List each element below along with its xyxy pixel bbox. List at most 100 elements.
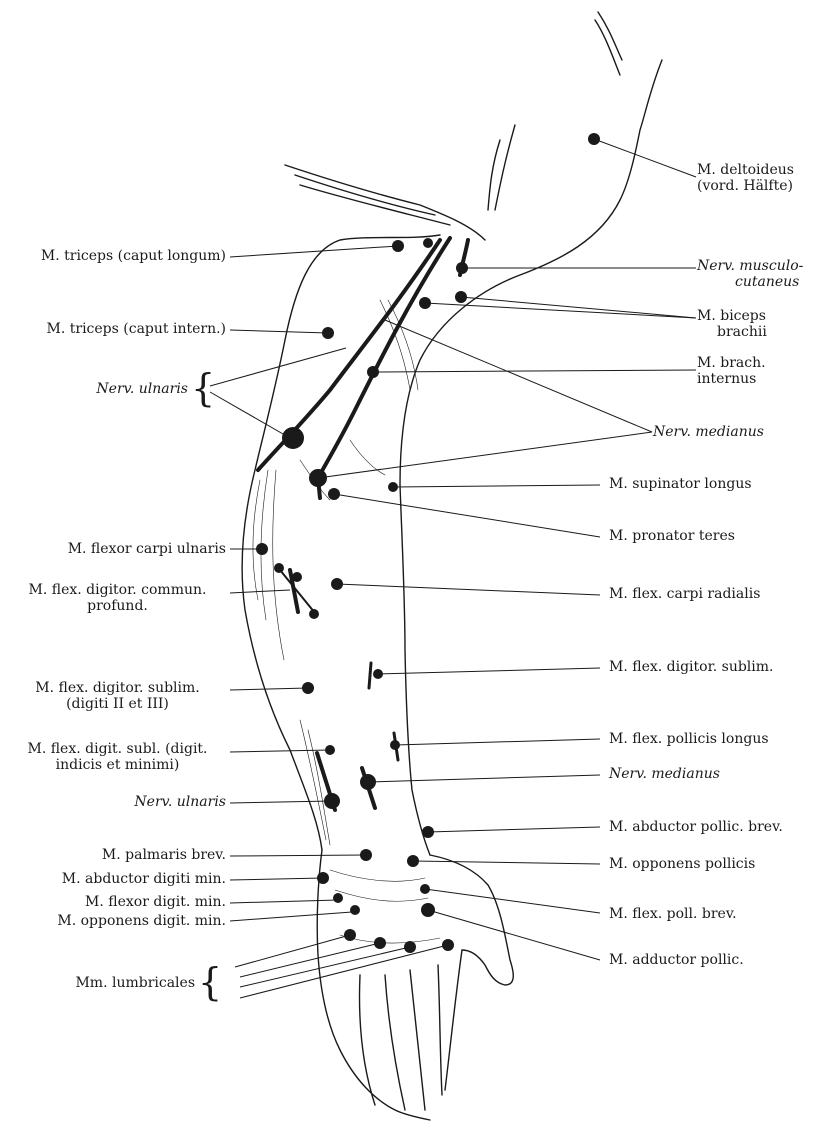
leader-palmaris-brev (230, 855, 366, 856)
leader-triceps-longum (230, 246, 398, 257)
label-flexor-carpi-ulnaris: M. flexor carpi ulnaris (68, 541, 226, 557)
point-axilla-a (423, 238, 433, 248)
clavicle-sketch (488, 125, 515, 210)
point-palmaris-brev (360, 849, 372, 861)
point-flex-profund-a (274, 563, 284, 573)
leader-lumbricales-4 (240, 945, 448, 998)
hand-outline (317, 850, 513, 1120)
label-mm-lumbricales: Mm. lumbricales (75, 975, 195, 991)
brace-lumbricales: { (198, 963, 222, 1001)
label-abductor-pollic-brev: M. abductor pollic. brev. (609, 819, 783, 835)
label-nerv-ulnaris-upper: Nerv. ulnaris (96, 381, 188, 397)
leader-medianus-lower (368, 775, 600, 782)
label-biceps: M. biceps brachii (697, 308, 767, 340)
point-flex-carpi-ulnaris (256, 543, 268, 555)
point-opponens-pollicis (407, 855, 419, 867)
point-lumbricalis-1 (344, 929, 356, 941)
label-flexor-digit-min: M. flexor digit. min. (85, 894, 226, 910)
label-flex-poll-brev: M. flex. poll. brev. (609, 906, 737, 922)
point-flexor-digit-min-b (350, 905, 360, 915)
label-flex-digitor-sublim-left: M. flex. digitor. sublim. (digiti II et … (5, 680, 230, 712)
leader-abductor-digiti-min (230, 878, 323, 880)
label-deltoideus: M. deltoideus (vord. Hälfte) (697, 162, 794, 194)
point-flex-profund-b (292, 572, 302, 582)
leader-flex-poll-longus (395, 739, 600, 745)
leader-flex-digitor-sublim-l (230, 688, 308, 690)
point-flexor-digit-min (333, 893, 343, 903)
point-lumbricalis-3 (404, 941, 416, 953)
point-lumbricalis-2 (374, 937, 386, 949)
leader-ulnaris-upper-a (210, 348, 346, 386)
point-biceps-b (419, 297, 431, 309)
point-abductor-pollic (422, 826, 434, 838)
point-deltoideus (588, 133, 600, 145)
point-triceps-intern (322, 327, 334, 339)
leader-flex-carpi-radialis (337, 584, 600, 595)
point-abductor-digiti-min (317, 872, 329, 884)
label-brach-internus: M. brach. internus (697, 355, 766, 387)
label-palmaris-brev: M. palmaris brev. (102, 847, 226, 863)
point-flex-digitor-sublim-l (302, 682, 314, 694)
point-triceps-longum (392, 240, 404, 252)
brace-ulnaris: { (191, 369, 215, 407)
label-flex-pollicis-longus: M. flex. pollicis longus (609, 731, 769, 747)
leader-ulnaris-upper-b (210, 392, 290, 438)
leader-brach-internus (373, 370, 696, 372)
leader-flex-digitor-sublim-r (378, 668, 600, 674)
leader-biceps-a (461, 297, 696, 318)
label-nerv-musculocutaneus: Nerv. musculo- cutaneus (697, 258, 803, 290)
label-supinator-longus: M. supinator longus (609, 476, 752, 492)
nerve-medianus-upper-track (318, 238, 450, 478)
label-adductor-pollic: M. adductor pollic. (609, 952, 744, 968)
leader-flex-poll-brev (425, 889, 600, 913)
label-flex-digit-subl-indicis: M. flex. digit. subl. (digit. indicis et… (5, 741, 230, 773)
arm-shading (253, 470, 440, 943)
point-medianus-lower (360, 774, 376, 790)
point-ulnaris-lower (324, 793, 340, 809)
label-nerv-medianus-upper: Nerv. medianus (653, 424, 764, 440)
leader-opponens-digit-min (230, 912, 352, 921)
arm-ulnar-edge (242, 235, 440, 850)
label-flex-digitor-commun-profund: M. flex. digitor. commun. profund. (5, 582, 230, 614)
label-flex-digitor-sublim-right: M. flex. digitor. sublim. (609, 659, 774, 675)
point-flex-profund-c (309, 609, 319, 619)
leader-lumbricales-1 (235, 935, 350, 967)
leader-triceps-intern (230, 330, 328, 333)
leader-flex-digit-subl-indicis (230, 750, 330, 752)
label-opponens-digit-min: M. opponens digit. min. (57, 913, 226, 929)
point-lumbricalis-4 (442, 939, 454, 951)
point-supinator (388, 482, 398, 492)
leader-medianus-upper-b (318, 432, 652, 478)
point-biceps-a (455, 291, 467, 303)
arm-radial-edge (400, 485, 430, 855)
point-musculocutaneus (456, 262, 468, 274)
leader-adductor-pollic (428, 910, 600, 960)
point-flex-poll-brev (420, 884, 430, 894)
point-flex-carpi-radialis (331, 578, 343, 590)
leader-opponens-pollicis (413, 861, 600, 864)
leader-flex-digitor-profund (230, 590, 290, 593)
point-brach-internus (367, 366, 379, 378)
chest-contour (400, 60, 662, 485)
label-flex-carpi-radialis: M. flex. carpi radialis (609, 586, 760, 602)
label-nerv-ulnaris-lower: Nerv. ulnaris (134, 794, 226, 810)
leader-pronator (334, 494, 600, 537)
leader-lumbricales-3 (240, 947, 410, 987)
label-nerv-medianus-lower: Nerv. medianus (609, 766, 720, 782)
label-triceps-caput-longum: M. triceps (caput longum) (41, 248, 226, 264)
axilla-hatch (295, 175, 450, 225)
leader-ulnaris-lower (230, 801, 332, 803)
leader-supinator (393, 485, 600, 487)
leader-biceps-b (425, 303, 696, 318)
leader-medianus-upper-a (385, 320, 652, 432)
leader-flexor-digit-min (230, 900, 338, 903)
flex-sublim-bar (369, 663, 371, 688)
label-opponens-pollicis: M. opponens pollicis (609, 856, 755, 872)
point-flex-digit-subl-indicis (325, 745, 335, 755)
point-pronator (328, 488, 340, 500)
label-abductor-digiti-min: M. abductor digiti min. (62, 871, 226, 887)
leader-deltoideus (594, 139, 696, 177)
point-medianus-upper (309, 469, 327, 487)
shoulder-sketch (595, 12, 622, 75)
label-pronator-teres: M. pronator teres (609, 528, 735, 544)
